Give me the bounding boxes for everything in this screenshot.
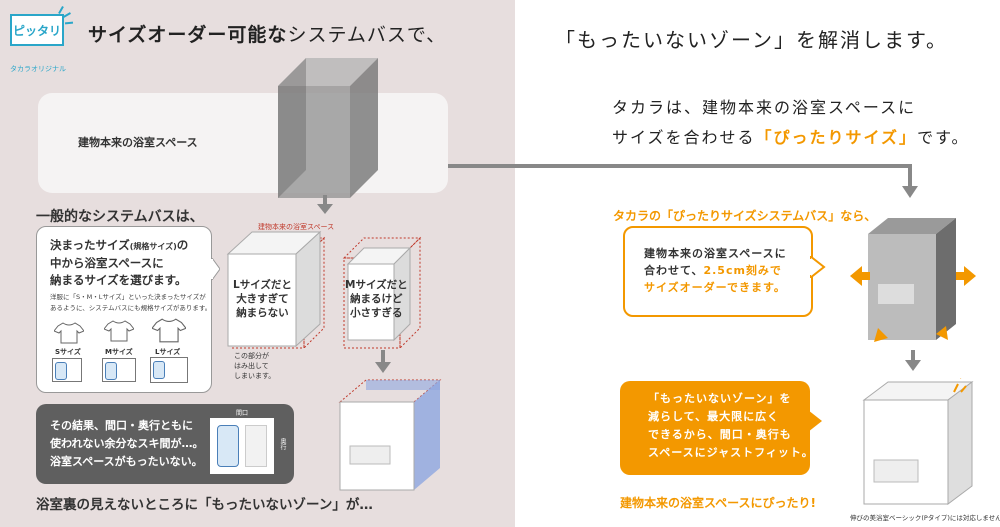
footnote: 伸びの美浴室ベーシック(Pタイプ)には対応しません。 [850, 514, 1000, 522]
m-size-caption: Mサイズだと納まるけど小さすぎる [345, 279, 408, 319]
general-systembath-title: 一般的なシステムバスは、 [36, 209, 204, 225]
l-size-caption: Lサイズだと大きすぎて納まらない [233, 279, 292, 319]
size-label-l: Lサイズ [155, 348, 181, 356]
left-headline: サイズオーダー可能なシステムバスで、 [88, 24, 447, 46]
original-space-red-label: 建物本来の浴室スペース [258, 223, 335, 231]
overflow-note: この部分がはみ出してしまいます。 [234, 352, 276, 380]
standard-size-text: 決まったサイズ(規格サイズ)の 中から浴室スペースに 納まるサイズを選びます。 [50, 238, 189, 287]
speech-pointer-icon [808, 410, 822, 432]
sparkle-icon [953, 383, 967, 393]
result-gray-text: その結果、間口・奥行ともに使われない余分なスキ間が…。浴室スペースがもったいない… [50, 419, 204, 468]
size-label-m: Mサイズ [105, 348, 133, 356]
pittari-badge: ピッタリ タカラオリジナル [10, 6, 74, 76]
size-label-s: Sサイズ [55, 348, 81, 356]
bathroom-space-cube-icon [278, 58, 378, 198]
size-order-box [623, 226, 813, 317]
pittari-dark-cube-icon [850, 218, 976, 342]
bathroom-space-label: 建物本来の浴室スペース [78, 136, 198, 149]
right-lead-text: タカラは、建物本来の浴室スペースに サイズを合わせる「ぴったりサイズ」です。 [612, 98, 970, 147]
bathtub-icon [102, 358, 136, 382]
t-shirt-icon [104, 320, 134, 342]
just-fit-text: 「もったいないゾーン」を減らして、最大限に広くできるから、間口・奥行もスペースに… [648, 392, 814, 459]
l-m-size-cubes-icon [226, 230, 422, 350]
plan-width-label: 間口 [236, 410, 249, 417]
speech-pointer-icon [211, 258, 220, 280]
mottainai-zone-statement: 浴室裏の見えないところに「もったいないゾーン」が… [36, 497, 373, 513]
t-shirt-icon [54, 322, 84, 344]
bathtub-icon [52, 358, 82, 382]
takara-pittari-title: タカラの「ぴったりサイズシステムバス」なら、 [613, 209, 877, 223]
badge-ray-icon [63, 12, 71, 18]
plan-depth-label: 奥行 [279, 438, 286, 450]
bathroom-space-card [38, 93, 448, 193]
speech-pointer-icon [810, 256, 826, 278]
badge-sub-label: タカラオリジナル [10, 65, 66, 73]
badge-label: ピッタリ [10, 14, 64, 46]
badge-ray-icon [64, 21, 74, 25]
t-shirt-icon [152, 318, 186, 343]
right-headline: 「もったいないゾーン」を解消します。 [555, 28, 948, 52]
floor-plan-icon [210, 418, 274, 474]
standard-size-note: 洋服に「S・M・Lサイズ」といった決まったサイズが あるように、システムバスにも… [50, 293, 212, 312]
badge-ray-icon [58, 6, 64, 14]
result-bath-cube-icon [338, 379, 442, 491]
bathtub-icon [150, 357, 188, 383]
pittari-statement: 建物本来の浴室スペースにぴったり! [620, 496, 817, 510]
fitted-bath-cube-icon [862, 378, 974, 505]
just-fit-box [620, 381, 810, 475]
size-order-text: 建物本来の浴室スペースに 合わせて、2.5cm刻みで サイズオーダーできます。 [644, 247, 787, 294]
